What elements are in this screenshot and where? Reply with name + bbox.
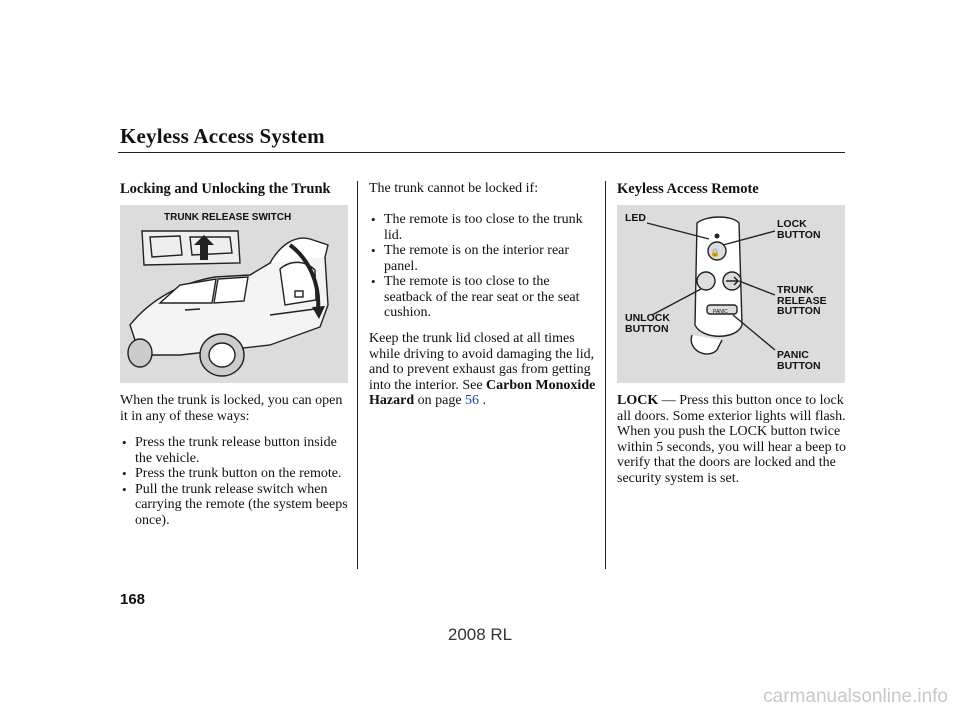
led-icon (714, 233, 720, 239)
carbon-monoxide-reference: Carbon Monoxide Hazard (369, 377, 596, 409)
section-title: Keyless Access System (120, 124, 325, 148)
paragraph-text: on page (414, 393, 466, 408)
model-footer: 2008 RL (447, 625, 513, 644)
remote-illustration: 🔒 (646, 216, 776, 355)
list-item: Press the trunk release button inside th… (120, 435, 352, 466)
lock-button-label: LOCK BUTTON (777, 218, 821, 241)
led-label: LED (625, 212, 646, 224)
column-divider-right (605, 181, 606, 569)
lock-dash: — (661, 393, 676, 408)
remote-heading: Keyless Access Remote (617, 181, 759, 197)
page-number: 168 (120, 591, 146, 608)
trunk-release-button-label: TRUNK RELEASE BUTTON (777, 284, 827, 317)
up-arrow-icon (194, 235, 214, 260)
lock-conditions-intro: The trunk cannot be locked if: (369, 181, 539, 196)
remote-figure: 🔒 LED LOCK BUTTON TRUNK RELEASE BUTTON U… (617, 205, 845, 383)
trunk-closed-paragraph: Keep the trunk lid closed at all times w… (369, 331, 601, 409)
trunk-heading: Locking and Unlocking the Trunk (120, 181, 331, 197)
list-item: Pull the trunk release switch when carry… (120, 482, 352, 529)
top-rule (118, 152, 845, 153)
lock-description: LOCK — Press this button once to lock al… (617, 393, 847, 486)
paragraph-text: . (479, 393, 487, 408)
list-item: The remote is too close to the trunk lid… (369, 212, 601, 243)
paragraph-text: Keep the trunk lid closed at all times w… (369, 331, 595, 393)
lock-term: LOCK (617, 393, 659, 408)
lock-icon: 🔒 (710, 248, 720, 257)
trunk-intro: When the trunk is locked, you can open i… (120, 393, 343, 424)
trunk-icon (726, 276, 740, 286)
lock-conditions-list: The remote is too close to the trunk lid… (369, 212, 601, 321)
lock-text: Press this button once to lock all doors… (617, 393, 847, 486)
list-item: The remote is too close to the seatback … (369, 274, 601, 321)
panic-key-text: PANIC (713, 309, 728, 315)
trunk-open-methods: Press the trunk release button inside th… (120, 435, 352, 528)
list-item: Press the trunk button on the remote. (120, 466, 352, 482)
car-trunk-illustration (127, 230, 329, 377)
column-divider-left (357, 181, 358, 569)
panic-button-label: PANIC BUTTON (777, 349, 821, 372)
trunk-release-switch-label: TRUNK RELEASE SWITCH (164, 212, 292, 223)
unlock-button-label: UNLOCK BUTTON (625, 312, 670, 335)
trunk-figure: TRUNK RELEASE SWITCH (120, 205, 348, 383)
list-item: The remote is on the interior rear panel… (369, 243, 601, 274)
page-56-link[interactable]: 56 (465, 393, 480, 408)
watermark: carmanualsonline.info (763, 686, 948, 707)
